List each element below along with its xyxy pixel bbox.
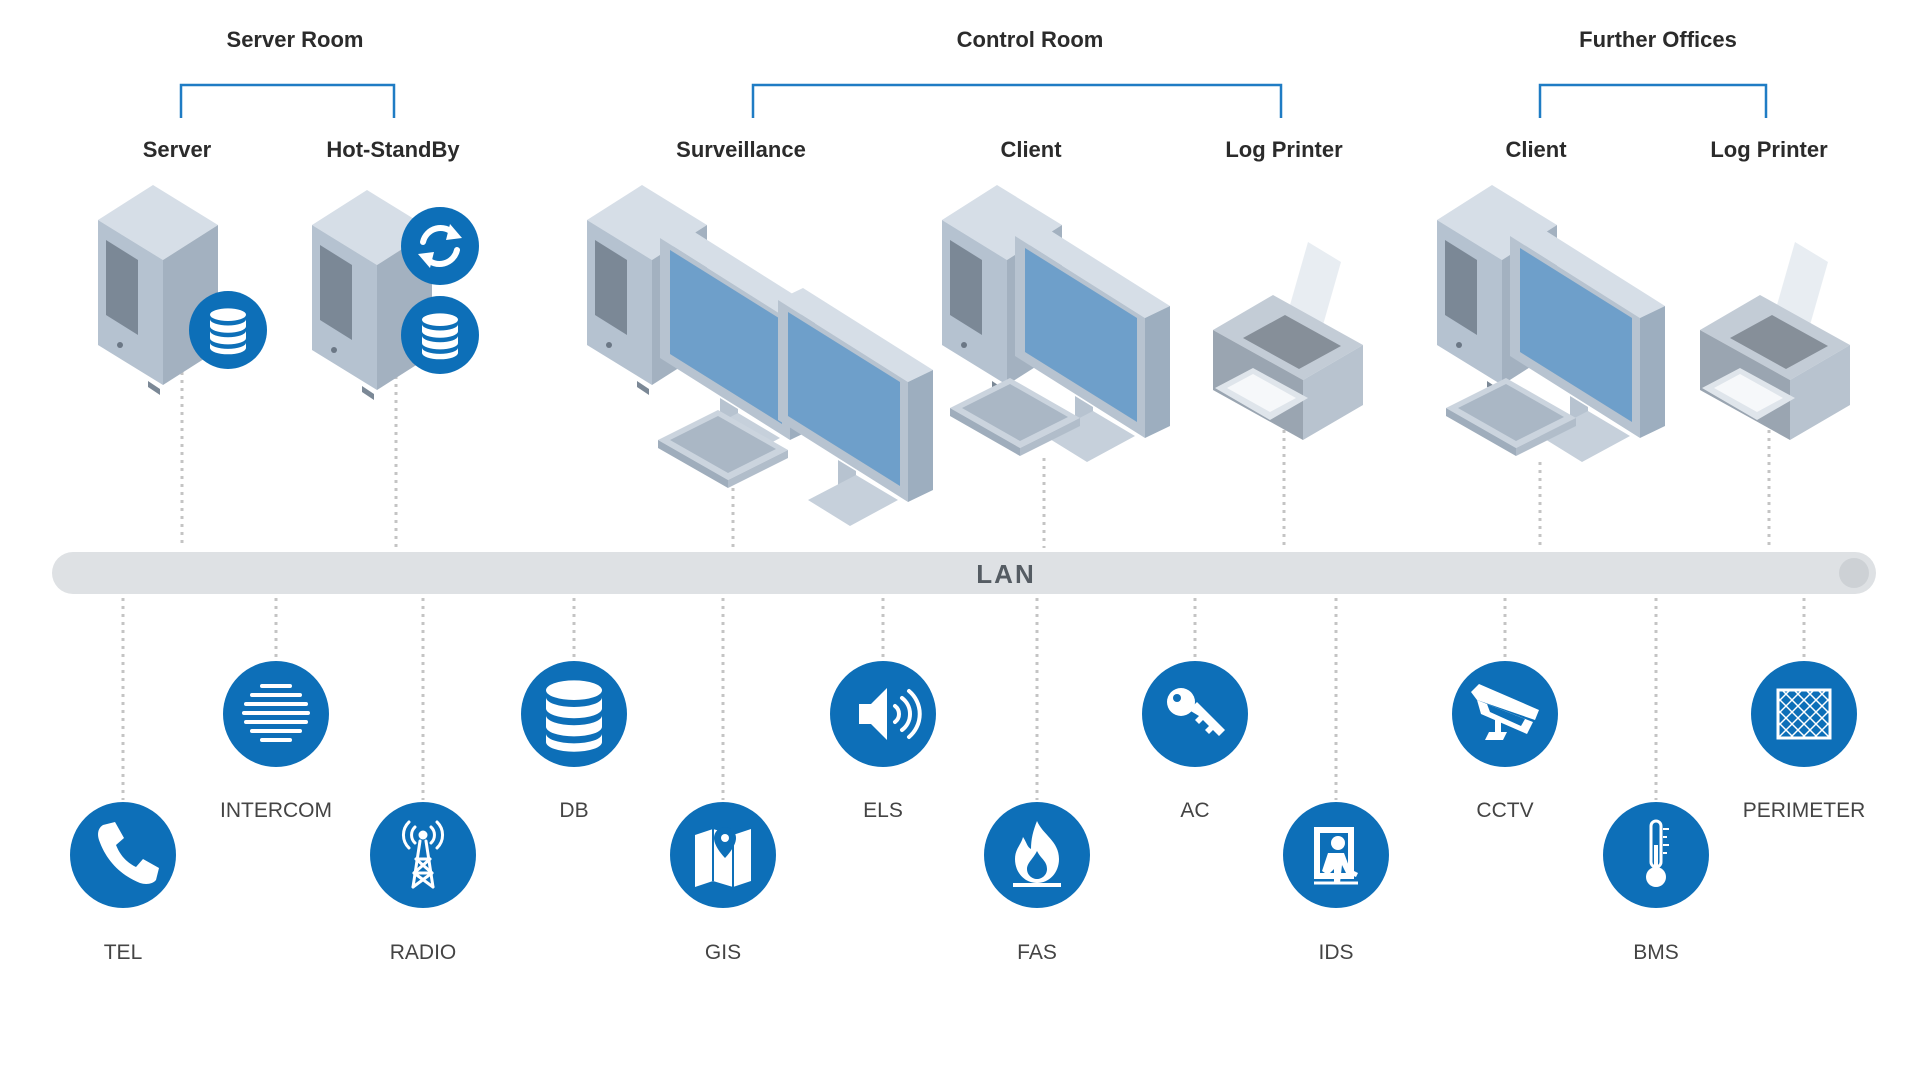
- phone-icon: [98, 822, 159, 884]
- system-label-bms: BMS: [1633, 941, 1679, 964]
- bracket-server-room: [179, 83, 396, 118]
- security-camera-icon: [1471, 684, 1539, 740]
- system-label-fas: FAS: [1017, 941, 1057, 964]
- office-log-printer-device: [1700, 242, 1850, 440]
- device-label-hot-standby: Hot-StandBy: [326, 137, 460, 162]
- system-ids: [1283, 802, 1389, 908]
- surveillance-workstation: [587, 185, 933, 526]
- system-ac: [1142, 661, 1248, 767]
- system-radio: [370, 802, 476, 908]
- system-intercom: [223, 661, 329, 767]
- system-label-tel: TEL: [104, 941, 143, 964]
- system-tel: [70, 802, 176, 908]
- bracket-control-room: [751, 83, 1283, 118]
- key-icon: [1167, 688, 1225, 736]
- radio-tower-icon: [402, 820, 444, 889]
- group-title-control-room: Control Room: [957, 27, 1104, 52]
- control-client-workstation: [942, 185, 1170, 462]
- thermometer-icon: [1646, 819, 1669, 887]
- system-label-intercom: INTERCOM: [220, 799, 332, 822]
- device-label-surveillance: Surveillance: [676, 137, 806, 162]
- server-device: [98, 185, 218, 395]
- device-label-control-log-printer: Log Printer: [1225, 137, 1343, 162]
- system-cctv: [1452, 661, 1558, 767]
- system-label-cctv: CCTV: [1476, 799, 1533, 822]
- control-log-printer-device: [1213, 242, 1363, 440]
- server-db-badge: [189, 291, 267, 369]
- office-client-workstation: [1437, 185, 1665, 462]
- speaker-grille-icon: [242, 684, 310, 742]
- hot-standby-db-badge: [401, 296, 479, 374]
- group-title-server-room: Server Room: [227, 27, 364, 52]
- loudspeaker-icon: [859, 688, 922, 740]
- system-label-ac: AC: [1180, 799, 1209, 822]
- device-label-office-client: Client: [1505, 137, 1567, 162]
- system-label-radio: RADIO: [390, 941, 457, 964]
- lan-label: LAN: [976, 559, 1035, 589]
- system-label-els: ELS: [863, 799, 903, 822]
- system-label-perimeter: PERIMETER: [1743, 799, 1866, 822]
- device-label-server: Server: [143, 137, 212, 162]
- system-fas: [984, 802, 1090, 908]
- system-db: [521, 661, 627, 767]
- fence-icon: [1776, 688, 1832, 740]
- system-connectors: [121, 598, 1806, 800]
- intruder-icon: [1314, 827, 1358, 885]
- lan-bus: LAN: [52, 552, 1876, 594]
- system-gis: [670, 802, 776, 908]
- system-els: [830, 661, 936, 767]
- hot-standby-sync-badge: [401, 207, 479, 285]
- device-label-control-client: Client: [1000, 137, 1062, 162]
- system-label-gis: GIS: [705, 941, 741, 964]
- system-label-ids: IDS: [1318, 941, 1353, 964]
- map-pin-icon: [695, 827, 751, 887]
- system-perimeter: [1751, 661, 1857, 767]
- fire-icon: [1013, 821, 1061, 887]
- group-title-further-offices: Further Offices: [1579, 27, 1737, 52]
- bracket-further-offices: [1538, 83, 1768, 118]
- system-label-db: DB: [559, 799, 588, 822]
- device-label-office-log-printer: Log Printer: [1710, 137, 1828, 162]
- system-bms: [1603, 802, 1709, 908]
